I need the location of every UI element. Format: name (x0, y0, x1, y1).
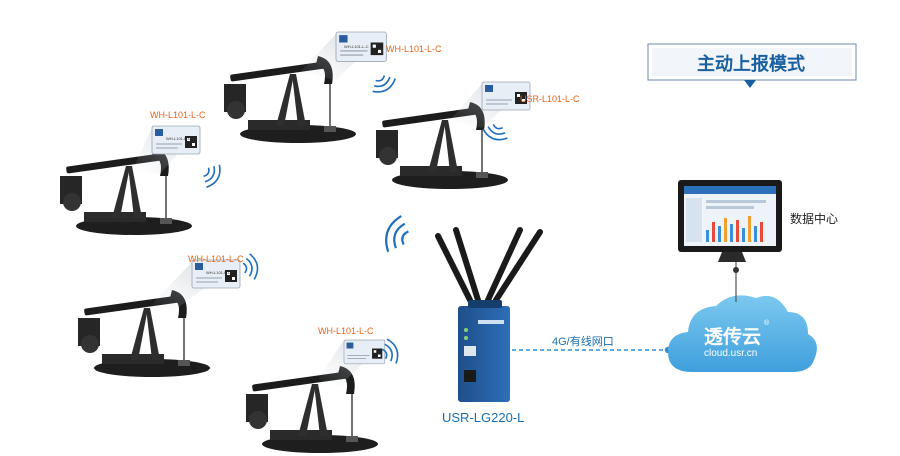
wireless-waves-3 (198, 159, 225, 191)
wireless-waves-1 (367, 70, 399, 97)
wireless-waves-4 (240, 252, 261, 282)
connector-dot (733, 267, 739, 273)
module-label-1: WH-L101-L-C (386, 44, 442, 54)
cloud-registered-mark: ® (764, 320, 770, 327)
gateway-label: USR-LG220-L (442, 410, 525, 425)
monitor-icon (678, 180, 782, 262)
board-text-4: WH-L101-L-C (206, 270, 231, 275)
board-text-1: WH-L101-L-C (344, 44, 369, 49)
title-banner: 主动上报模式 (646, 42, 856, 82)
page-title: 主动上报模式 (697, 54, 805, 75)
pumpjack-5 (245, 365, 379, 454)
module-label-5: WH-L101-L-C (318, 326, 374, 336)
pumpjack-4 (77, 289, 211, 378)
module-label-4: WH-L101-L-C (188, 254, 244, 264)
title-frame (647, 43, 857, 88)
cloud-url: cloud.usr.cn (704, 348, 758, 359)
lora-module-board-5 (343, 339, 386, 365)
link-label: 4G/有线网口 (552, 336, 614, 348)
cloud-shape (668, 295, 817, 372)
gateway-device (458, 300, 510, 402)
board-text-3: WH-L101-L-C (166, 136, 191, 141)
module-label-3: WH-L101-L-C (150, 110, 206, 120)
cloud-name: 透传云 (704, 326, 762, 348)
wireless-waves-2 (480, 120, 512, 144)
pumpjack-3 (59, 147, 193, 236)
module-label-2: USR-L101-L-C (520, 94, 580, 104)
gateway-waves (385, 215, 409, 253)
datacenter-label: 数据中心 (790, 212, 839, 226)
gateway-antennas (435, 227, 543, 303)
